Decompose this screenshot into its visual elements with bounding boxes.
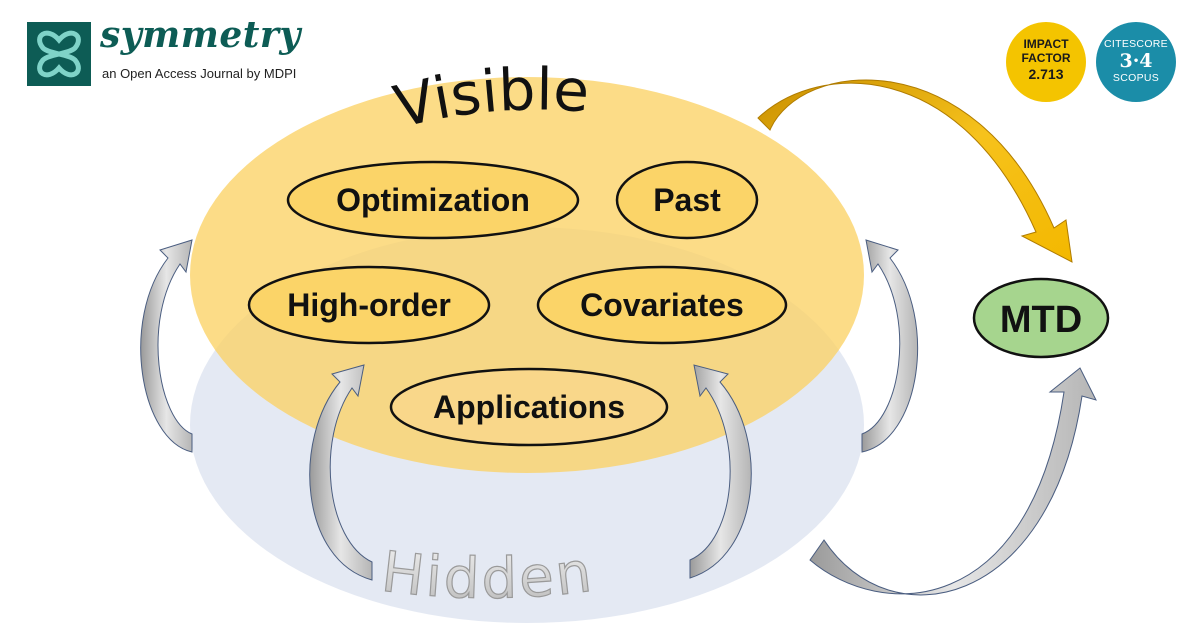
topic-high-order-label: High-order [287,287,451,323]
topic-optimization: Optimization [286,160,580,240]
journal-tagline: an Open Access Journal by MDPI [102,66,297,81]
journal-name: symmetry [100,14,301,56]
citescore-line1: CITESCORE [1104,38,1168,50]
left-inner-arrow [309,364,373,581]
topic-applications-label: Applications [433,389,625,425]
topic-optimization-label: Optimization [336,182,530,218]
topic-applications: Applications [389,367,669,447]
hidden-label: Hidden [378,540,597,612]
topic-past: Past [615,160,759,240]
mtd-node: MTD [972,277,1110,359]
right-outer-arrow [861,239,919,453]
mtd-label: MTD [1000,299,1082,341]
symmetry-logo-icon [27,22,91,86]
impact-factor-badge: IMPACT FACTOR 2.713 [1006,22,1086,102]
hidden-to-mtd-arrow [809,367,1097,596]
citescore-value: 3·4 [1119,50,1153,72]
impact-factor-value: 2.713 [1028,66,1064,82]
citescore-badge: CITESCORE 3·4 SCOPUS [1096,22,1176,102]
hidden-label-text: Hidden [378,539,595,613]
topic-covariates-label: Covariates [580,287,744,323]
topic-high-order: High-order [247,265,491,345]
right-inner-arrow [689,364,752,579]
citescore-line3: SCOPUS [1112,72,1160,84]
visible-to-mtd-arrow [757,79,1073,263]
topic-covariates: Covariates [536,265,788,345]
impact-factor-line2: FACTOR [1021,51,1071,65]
impact-factor-line1: IMPACT [1023,37,1069,51]
left-outer-arrow [140,239,193,453]
topic-past-label: Past [653,182,721,218]
